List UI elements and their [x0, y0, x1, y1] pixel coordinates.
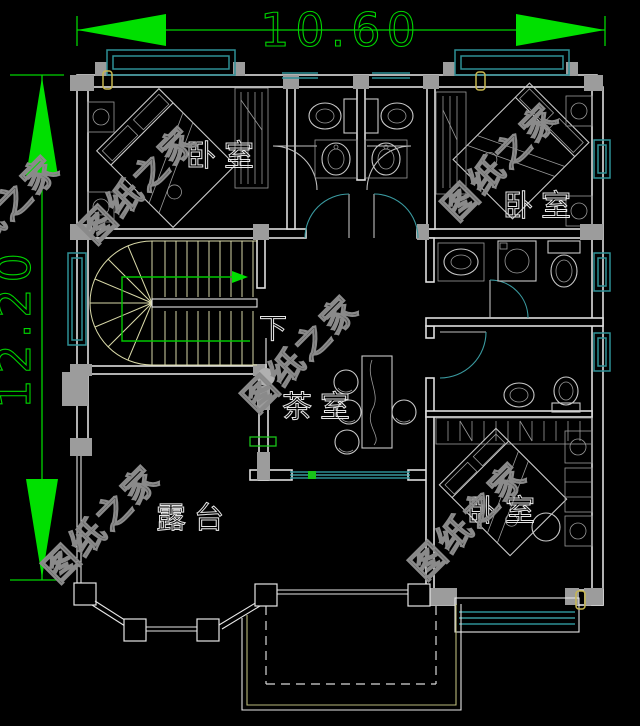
watermark: 图纸之家 [36, 458, 169, 591]
label-bedroom-top-left: 卧室 [186, 139, 262, 174]
dim-arrow-up [26, 77, 58, 176]
bathroom-top-left-fixtures [308, 98, 358, 179]
stairs [89, 240, 275, 386]
window-right-3 [593, 332, 611, 372]
label-bedroom-top-right: 卧室 [503, 189, 579, 224]
doors [272, 145, 529, 379]
column-markers [102, 70, 586, 610]
bed-top-right [452, 82, 590, 220]
bed-bottom [438, 427, 568, 557]
terrace-railing [73, 456, 431, 642]
dimension-top-value: 10.60 [260, 3, 422, 57]
bathroom-top-right-fixtures [364, 98, 414, 179]
bay-window-top-right [454, 49, 570, 76]
cabinets-bottom-bedroom [531, 430, 593, 547]
label-stairs-down: 下 [259, 312, 287, 345]
cabinets-top-right [565, 95, 593, 227]
washing-machine [497, 240, 537, 282]
pouf [531, 512, 561, 542]
wardrobe-top-right [435, 91, 467, 195]
bed-top-left [95, 87, 237, 229]
porch-outline [241, 604, 462, 711]
dim-arrow-down [26, 479, 58, 578]
wall-marker-green [249, 436, 277, 447]
windows [67, 49, 611, 633]
cabinets-top-left [87, 101, 115, 223]
label-terrace: 露台 [156, 501, 232, 536]
bathroom-mid-fixtures [437, 240, 581, 288]
dim-arrow-right [516, 14, 605, 46]
label-bedroom-bottom: 卧室 [467, 494, 543, 529]
window-marker-green [308, 471, 316, 479]
dimension-top: 10.60 [76, 2, 606, 58]
stair-walk-line [121, 276, 250, 342]
dim-arrow-left [77, 14, 166, 46]
dimension-left-value: 12.20 [0, 247, 41, 409]
stair-direction-dot [257, 368, 275, 386]
label-tea-room: 茶室 [282, 390, 358, 425]
tea-table-set [333, 355, 417, 455]
bay-window-top-left [106, 49, 236, 76]
wardrobe-top-left [234, 87, 269, 189]
bay-window-bottom [454, 597, 580, 633]
dimension-left: 12.20 [0, 74, 64, 581]
window-right-1 [593, 139, 611, 179]
bathroom-lower-fixtures [503, 376, 581, 413]
stair-walk-arrow [232, 271, 248, 283]
window-left-wall [67, 252, 87, 346]
stair-handrail [151, 298, 258, 308]
window-right-2 [593, 252, 611, 292]
